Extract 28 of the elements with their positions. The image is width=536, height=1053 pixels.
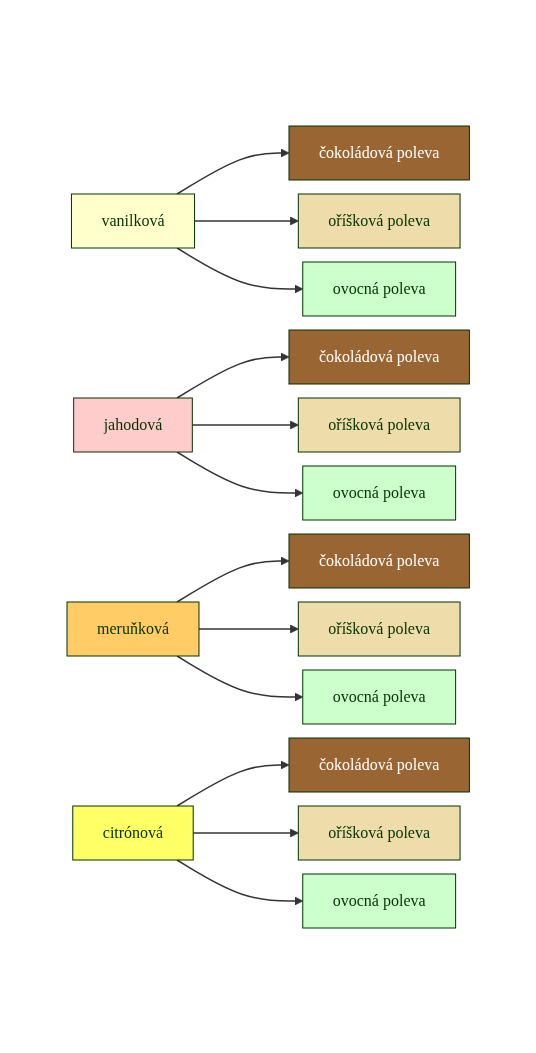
arrow xyxy=(176,148,290,195)
node-box: oříšková poleva xyxy=(297,193,461,248)
node-box: čokoládová poleva xyxy=(288,737,470,792)
node-box: ovocná poleva xyxy=(302,261,456,316)
node-box: oříšková poleva xyxy=(297,601,461,656)
node-box: ovocná poleva xyxy=(302,669,456,724)
arrow xyxy=(191,420,299,429)
arrow xyxy=(176,450,303,497)
node-box: čokoládová poleva xyxy=(288,329,470,384)
arrow xyxy=(176,556,290,603)
arrow xyxy=(176,760,290,807)
node-box: ovocná poleva xyxy=(302,873,456,928)
arrow xyxy=(176,654,303,701)
node-box: čokoládová poleva xyxy=(288,125,470,180)
node-box: meruňková xyxy=(66,601,200,656)
arrow xyxy=(176,352,290,399)
arrow xyxy=(192,828,299,837)
node-box: jahodová xyxy=(72,397,193,452)
node-box: ovocná poleva xyxy=(302,465,456,520)
node-box: vanilková xyxy=(70,193,195,248)
node-box: oříšková poleva xyxy=(297,397,461,452)
arrow xyxy=(176,858,303,905)
node-box: oříšková poleva xyxy=(297,805,461,860)
node-box: citrónová xyxy=(72,805,194,860)
node-box: čokoládová poleva xyxy=(288,533,470,588)
arrow xyxy=(193,216,299,225)
arrow xyxy=(198,624,299,633)
arrow xyxy=(176,246,303,293)
